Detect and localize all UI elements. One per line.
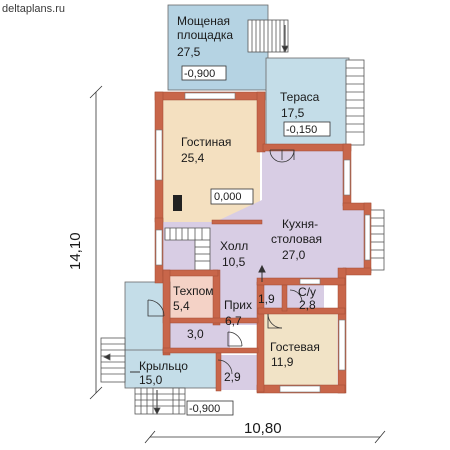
fireplace-icon: [173, 195, 182, 211]
dimension-width: 10,80: [244, 420, 282, 437]
living-level: 0,000: [214, 191, 242, 203]
small-3-area: 2,9: [224, 370, 241, 384]
small-2-area: 3,0: [187, 327, 204, 341]
paved-area-level-box: [181, 65, 227, 81]
entry-arrows: [130, 264, 266, 373]
stairs-kitchen-bay: [367, 209, 385, 271]
porch-floor-lower: [124, 349, 221, 389]
paved-area-name-2: площадка: [177, 28, 233, 42]
porch-level-box: [186, 400, 234, 416]
entry-area: 6,7: [225, 314, 242, 328]
small-1-area: 1,9: [258, 292, 275, 306]
stairs-porch-bottom: [134, 387, 186, 415]
porch-area: 15,0: [139, 373, 163, 387]
tech-floor: [168, 275, 218, 320]
guest-name: Гостевая: [270, 340, 320, 354]
hall-area: 10,5: [222, 255, 246, 269]
dimension-horizontal: [144, 430, 386, 444]
paved-area-level: -0,900: [184, 68, 215, 80]
terrace-name: Тераса: [280, 90, 320, 104]
paved-area-area: 27,5: [177, 45, 201, 59]
windows: [155, 92, 371, 393]
dimension-height: 14,10: [67, 232, 84, 270]
kitchen-name-2: столовая: [271, 232, 322, 246]
kitchen-name-1: Кухня-: [282, 217, 318, 231]
living-level-box: [210, 188, 254, 205]
hall-name: Холл: [220, 239, 248, 253]
watermark: deltaplans.ru: [2, 3, 65, 15]
porch-name: Крыльцо: [139, 359, 188, 373]
entry-floor: [218, 275, 258, 325]
small-3-floor: [220, 355, 260, 390]
terrace-area: 17,5: [281, 106, 305, 120]
wc-name: С/у: [298, 285, 316, 299]
terrace-level-box: [283, 121, 331, 137]
dimension-vertical: [89, 85, 103, 400]
paved-area-name-1: Мощеная: [177, 14, 230, 28]
living-area: 25,4: [181, 151, 205, 165]
tech-area: 5,4: [173, 299, 190, 313]
stairs-porch-left: [100, 337, 126, 383]
entry-name: Прих: [224, 298, 252, 312]
living-name: Гостиная: [181, 135, 231, 149]
stairs-paved: [247, 19, 289, 53]
doors: [147, 149, 303, 375]
wc-area: 2,8: [299, 298, 316, 312]
stairs-terrace: [345, 59, 365, 146]
porch-level: -0,900: [189, 403, 220, 415]
guest-area: 11,9: [271, 355, 294, 369]
kitchen-area: 27,0: [282, 248, 306, 262]
tech-name: Техпом: [173, 284, 214, 298]
terrace-level: -0,150: [286, 124, 317, 136]
